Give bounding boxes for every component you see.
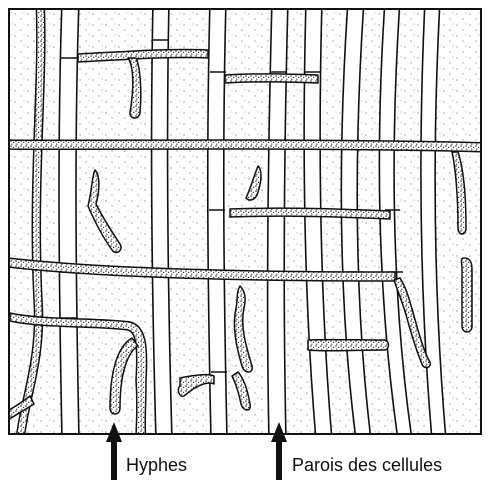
- hypha-segment: [308, 340, 389, 351]
- cell-wall: [208, 0, 227, 440]
- hypha-segment: [462, 258, 473, 332]
- cell-wall: [59, 0, 79, 440]
- label-hyphae: Hyphes: [126, 455, 187, 476]
- cell-wall: [268, 0, 288, 440]
- label-cell-walls: Parois des cellules: [292, 455, 442, 476]
- hypha-horizontal: [225, 74, 318, 83]
